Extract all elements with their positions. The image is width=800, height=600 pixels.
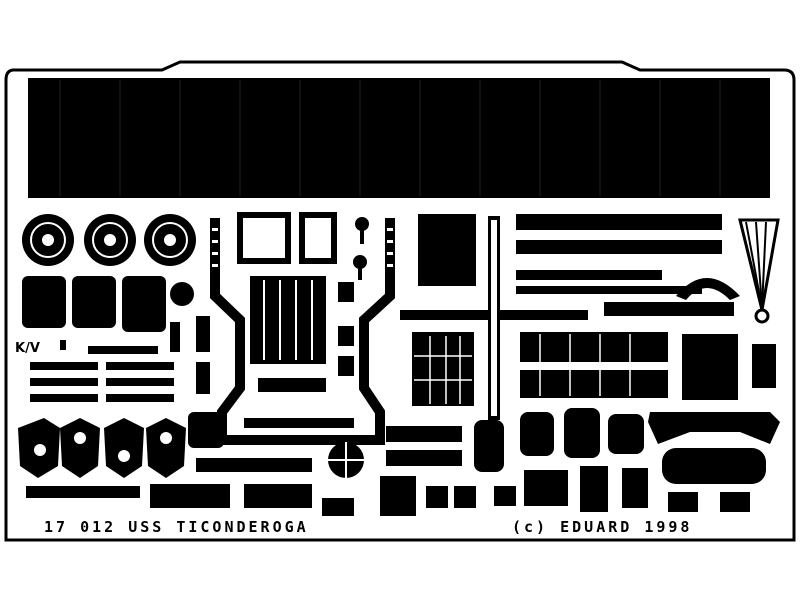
center-bar-2 [244, 418, 354, 428]
wheel-part [328, 442, 364, 478]
shield-parts [18, 418, 186, 478]
fret-caption-right: (c) EDUARD 1998 [512, 518, 693, 536]
top-panel-part-1 [28, 78, 770, 198]
box-parts [237, 212, 337, 264]
fan-part [738, 218, 780, 324]
ladder-frame [210, 218, 395, 445]
center-bar [258, 378, 326, 392]
grid-blocks [386, 214, 738, 466]
hook-parts [338, 217, 369, 376]
frame-ladder-holes [212, 228, 393, 267]
fret-frame [4, 60, 796, 542]
arc-part [676, 278, 740, 300]
disc-parts [22, 214, 196, 266]
fret-caption-left: 17 012 USS TICONDEROGA [44, 518, 309, 536]
lower-parts [380, 344, 780, 516]
kv-label: K/V [15, 341, 40, 356]
grille-part [250, 276, 326, 364]
rail-strips-right [516, 214, 734, 316]
bottom-strips-left [26, 412, 354, 516]
rail-strips-left [30, 316, 210, 402]
hatch-parts [22, 276, 194, 332]
